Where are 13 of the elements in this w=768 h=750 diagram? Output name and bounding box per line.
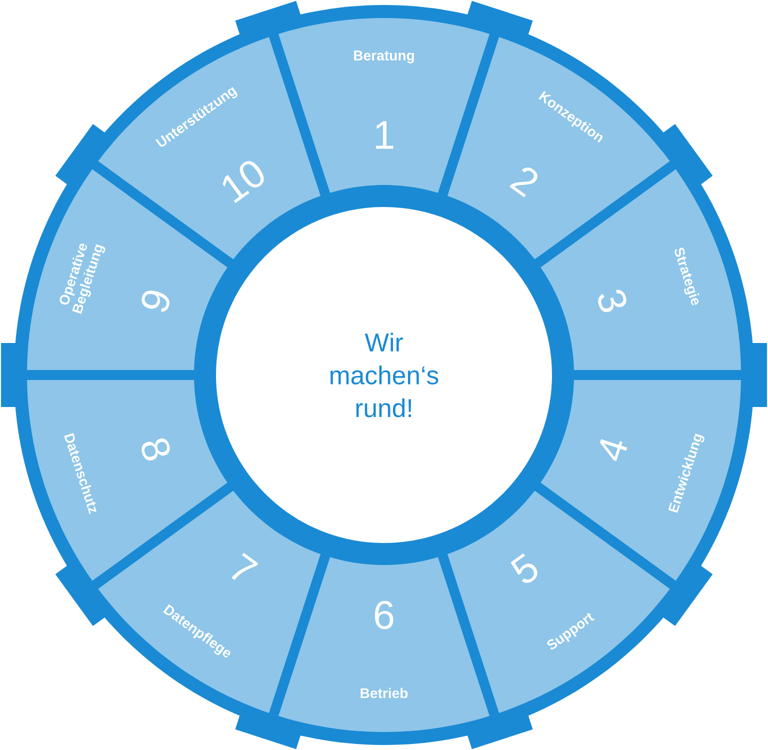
node-label: 6 [374,600,394,630]
node-label: 5 [510,553,538,583]
node-label: 7 [232,552,258,580]
node-label: 4 [600,439,628,462]
ring-segment: Beratung 1 [278,18,490,193]
node-label: 9 [142,290,170,312]
node-label: 2 [510,168,538,198]
node-label: 1 [376,121,394,149]
node-label: 3 [598,290,626,312]
node-label: Beratung [354,50,414,64]
node-label: Betrieb [360,688,408,698]
node-label: 8 [142,438,170,460]
ring-segment: 6 Betrieb [278,557,490,732]
